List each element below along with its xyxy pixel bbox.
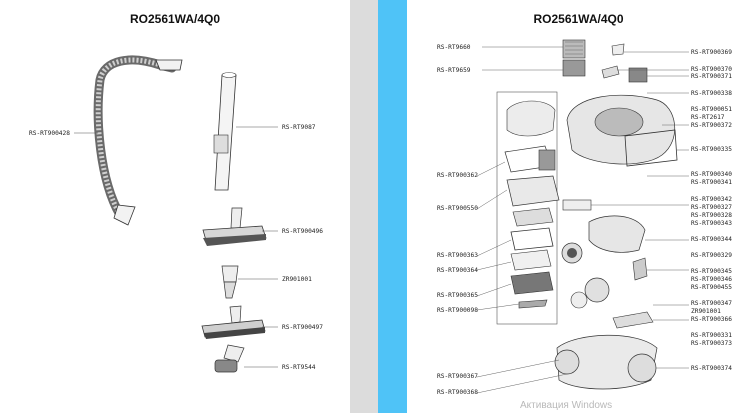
part-code: RS-RT900329: [691, 252, 732, 259]
part-code: RS-RT900343: [691, 220, 732, 227]
part-code: RS-RT9544: [282, 364, 316, 371]
part-code: RS-RT9659: [437, 67, 471, 74]
brush-tool-illustration: [214, 344, 245, 373]
right-model-title: RO2561WA/4Q0: [533, 12, 624, 26]
left-model-title: RO2561WA/4Q0: [129, 12, 221, 26]
left-parts-drawing: [74, 55, 278, 373]
right-parts-drawing: [476, 39, 689, 394]
left-parts-page: RO2561WA/4Q0: [0, 0, 350, 413]
parquet-nozzle-illustration: [201, 305, 266, 339]
part-code: RS-RT900347: [691, 300, 732, 307]
part-code: RS-RT900362: [437, 172, 478, 179]
part-code: RS-RT900341: [691, 179, 732, 186]
part-code: RS-RT900428: [29, 130, 70, 137]
vacuum-base-illustration: [554, 334, 658, 390]
part-code: RS-RT9660: [437, 44, 471, 51]
part-code: RS-RT900497: [282, 324, 323, 331]
part-code: RS-RT900365: [437, 292, 478, 299]
floor-nozzle-illustration: [202, 207, 267, 246]
page-gutter: [350, 0, 378, 413]
part-code: RS-RT9087: [282, 124, 316, 131]
part-code: ZR901001: [691, 308, 721, 315]
filter-grille-illustration: [562, 39, 586, 77]
part-code: RS-RT900345: [691, 268, 732, 275]
part-code: RS-RT900369: [691, 49, 732, 56]
tube-illustration: [213, 72, 237, 191]
part-code: RS-RT900496: [282, 228, 323, 235]
part-code: RS-RT900364: [437, 267, 478, 274]
part-code: RS-RT900338: [691, 90, 732, 97]
crevice-tool-illustration: [221, 265, 239, 299]
part-code: RS-RT900372: [691, 122, 732, 129]
page-separator-bar: [378, 0, 407, 413]
part-code: RS-RT900098: [437, 307, 478, 314]
right-parts-page: RO2561WA/4Q0: [407, 0, 750, 413]
part-code: ZR901001: [282, 276, 312, 283]
part-code: RS-RT900371: [691, 73, 732, 80]
part-code: RS-RT900328: [691, 212, 732, 219]
vacuum-body-illustration: [566, 94, 676, 165]
part-code: RS-RT900342: [691, 196, 732, 203]
part-code: RS-RT900327: [691, 204, 732, 211]
part-code: RS-RT900374: [691, 365, 732, 372]
part-code: RS-RT900367: [437, 373, 478, 380]
part-code: RS-RT900346: [691, 276, 732, 283]
part-code: RS-RT900051: [691, 106, 732, 113]
part-code: RS-RT900340: [691, 171, 732, 178]
part-code: RS-RT900366: [691, 316, 732, 323]
part-code: RS-RT900373: [691, 340, 732, 347]
windows-activation-watermark: Активация Windows: [520, 400, 613, 411]
right-leader-lines: [476, 46, 689, 394]
filter-group-frame: [496, 91, 558, 325]
left-leader-lines: [74, 126, 278, 368]
part-code: RS-RT900331: [691, 332, 732, 339]
dust-container-illustration: [504, 100, 560, 207]
filter-stack-illustration: [510, 207, 554, 309]
part-code: RS-RT900368: [437, 389, 478, 396]
part-code: RS-RT900455: [691, 284, 732, 291]
part-code: RS-RT2617: [691, 114, 725, 121]
part-code: RS-RT900550: [437, 205, 478, 212]
part-code: RS-RT900370: [691, 66, 732, 73]
part-code: RS-RT900344: [691, 236, 732, 243]
part-code: RS-RT900335: [691, 146, 732, 153]
part-code: RS-RT900363: [437, 252, 478, 259]
